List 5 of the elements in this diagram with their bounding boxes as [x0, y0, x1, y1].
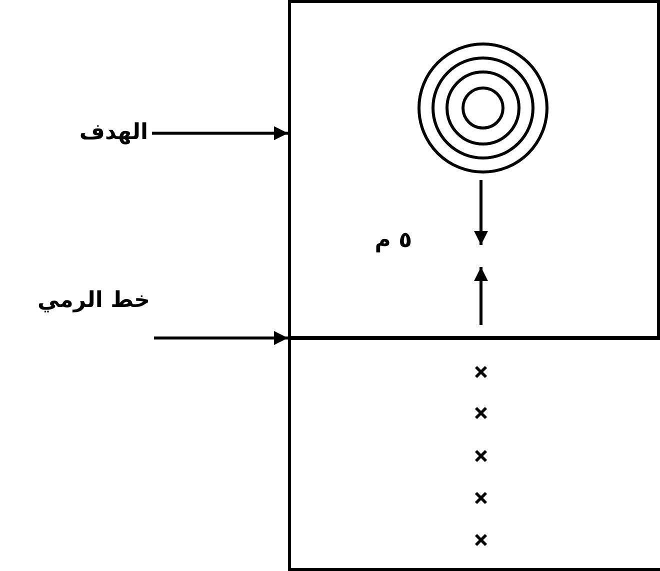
leader-arrow — [154, 331, 288, 345]
dimension-label: ٥ م — [374, 228, 412, 254]
node-label: الهدف — [79, 120, 148, 146]
node-label: خط الرمي — [38, 288, 150, 314]
leader-arrow — [152, 126, 288, 140]
